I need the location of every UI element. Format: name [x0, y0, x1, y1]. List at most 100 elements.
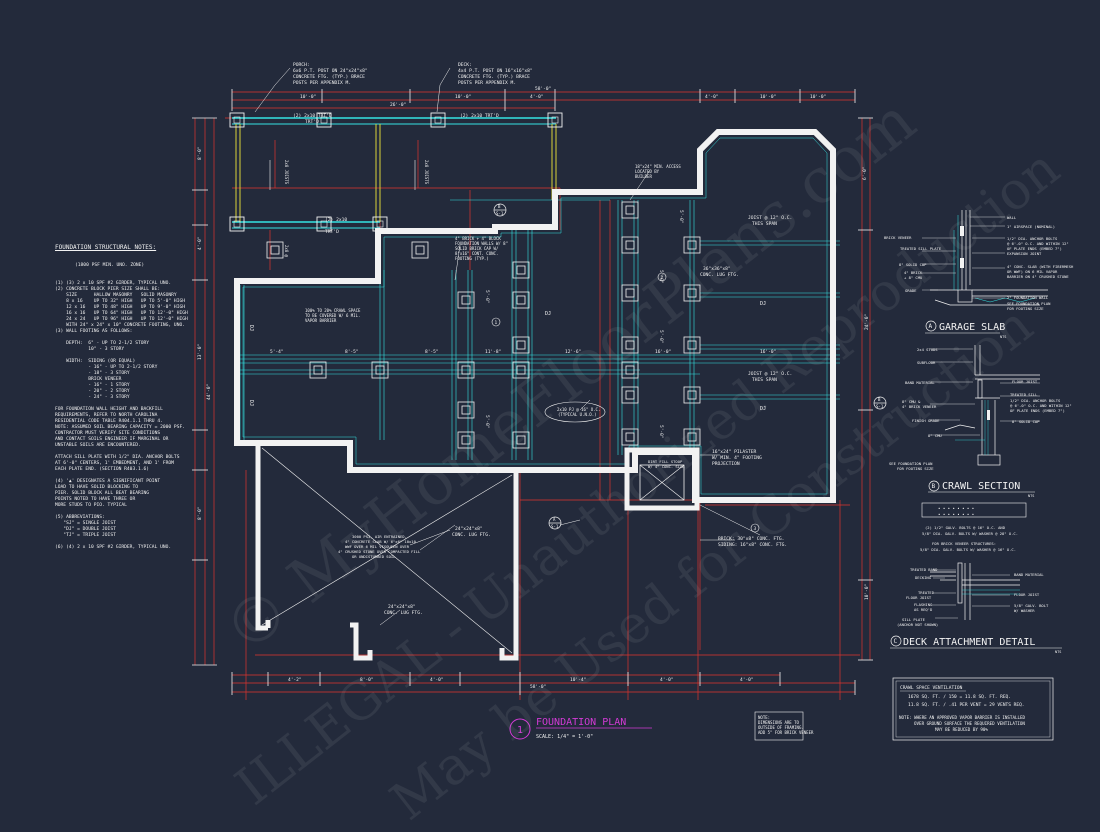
structural-note-line: (5) ABBREVIATIONS:: [55, 515, 105, 520]
garage-slab-x: [261, 447, 513, 654]
svg-text:3: 3: [754, 526, 757, 532]
svg-text:DJ: DJ: [248, 325, 254, 331]
svg-text:8"x16" CONT. CONC.: 8"x16" CONT. CONC.: [455, 251, 498, 256]
pier-block: [375, 365, 385, 375]
svg-text:W/ WASHER: W/ WASHER: [1014, 608, 1035, 613]
detail-garage-slab: WALL 1" AIRSPACE (NOMINAL) BRICK VENEER …: [884, 210, 1074, 339]
structural-notes-subtitle: (1800 PSF MIN. UNO. ZONE): [75, 263, 145, 268]
pier-footing: [512, 261, 530, 279]
callout-vapor: 100% TO 20% CRAWL SPACE TO BE COVERED W/…: [305, 308, 361, 323]
svg-text:2x8 JOISTS: 2x8 JOISTS: [424, 160, 429, 185]
pier-block: [687, 432, 697, 442]
wall-inner-lines: [242, 137, 828, 495]
pier-block: [516, 365, 526, 375]
callout-slab: 3000 PSI, AIR ENTRAINED, 4" CONCRETE SLA…: [338, 534, 421, 559]
pier-block: [516, 340, 526, 350]
stoop: [624, 447, 700, 511]
svg-text:TRT'D: TRT'D: [305, 119, 319, 125]
structural-note-line: - 24" - 3 STORY: [55, 395, 130, 400]
svg-text:BAND MATERIAL: BAND MATERIAL: [905, 380, 935, 385]
svg-text:TREATED BAND: TREATED BAND: [910, 567, 938, 572]
svg-text:EXPANSION JOINT: EXPANSION JOINT: [1007, 251, 1042, 256]
svg-text:4'-2": 4'-2": [288, 677, 302, 683]
svg-text:FOR BRICK VENEER STRUCTURES:: FOR BRICK VENEER STRUCTURES:: [932, 541, 996, 546]
structural-note-line: ATTACH SILL PLATE WITH 1/2" DIA. ANCHOR …: [55, 455, 180, 460]
svg-text:10'-0": 10'-0": [864, 584, 870, 600]
svg-text:5/8" DIA. GALV. BOLTS W/ WASHE: 5/8" DIA. GALV. BOLTS W/ WASHER @ 16" O.…: [920, 547, 1016, 552]
svg-text:THIS SPAN: THIS SPAN: [752, 377, 777, 383]
svg-text:16'-0": 16'-0": [655, 349, 671, 355]
svg-text:S-1: S-1: [551, 524, 559, 529]
callout-block: 4" BRICK + 4" BLOCK FOUNDATION WALLS W/ …: [455, 236, 508, 261]
pier-footing: [512, 361, 530, 379]
svg-text:10'-0": 10'-0": [760, 94, 776, 100]
svg-text:@ 6'-0" O.C. AND WITHIN 12": @ 6'-0" O.C. AND WITHIN 12": [1007, 241, 1069, 246]
svg-text:SCALE: 1/4" = 1'-0": SCALE: 1/4" = 1'-0": [536, 734, 593, 740]
svg-text:13'-0": 13'-0": [197, 344, 203, 360]
svg-text:OR UNDISTURBED SOIL: OR UNDISTURBED SOIL: [352, 554, 396, 559]
pier-block: [625, 365, 635, 375]
structural-note-line: SIZE HALLOW MASONRY SOLID MASONRY: [55, 293, 177, 298]
svg-text:JOIST @ 12" O.C.: JOIST @ 12" O.C.: [748, 215, 792, 221]
pier-footing: [621, 336, 639, 354]
svg-text:PORCH:: PORCH:: [293, 62, 310, 68]
pier-block: [415, 245, 425, 255]
svg-text:10'-0": 10'-0": [810, 94, 826, 100]
structural-note-line: NOTE: ASSUMED SOIL BEARING CAPACITY = 20…: [55, 425, 185, 430]
svg-text:OF PLATE ENDS (EMBED 7"): OF PLATE ENDS (EMBED 7"): [1010, 408, 1065, 413]
svg-text:SILL PLATE: SILL PLATE: [902, 617, 926, 622]
svg-text:NTS: NTS: [1055, 650, 1061, 654]
svg-text:4'-0": 4'-0": [740, 677, 754, 683]
pier-footing: [309, 361, 327, 379]
svg-text:FLOOR JOIST: FLOOR JOIST: [906, 595, 932, 600]
structural-note-line: CONTRACTOR MUST VERIFY SITE CONDITIONS: [55, 431, 161, 436]
pier-footing: [621, 386, 639, 404]
svg-text:4'-0": 4'-0": [530, 94, 544, 100]
svg-text:12'-6": 12'-6": [565, 349, 581, 355]
callout-crawl-access: 18"x24" MIN. ACCESS LOCATED BY BUILDER: [635, 164, 681, 179]
svg-text:2: 2: [661, 275, 664, 281]
svg-text:AS REQ'D: AS REQ'D: [914, 607, 933, 612]
svg-text:4'-0": 4'-0": [705, 94, 719, 100]
svg-text:(ANCHOR NOT SHOWN): (ANCHOR NOT SHOWN): [897, 622, 938, 627]
svg-text:DECK ATTACHMENT DETAIL: DECK ATTACHMENT DETAIL: [903, 637, 1035, 648]
pier-footings: [266, 201, 701, 449]
svg-text:5/8" DIA. GALV. BOLTS W/ WASHE: 5/8" DIA. GALV. BOLTS W/ WASHER @ 28" O.…: [922, 531, 1018, 536]
structural-note-line: - 18" - 3 STORY: [55, 371, 130, 376]
callout-lug1: 24"x24"x8" CONC. LUG FTG.: [452, 526, 491, 538]
svg-text:+ 8" CMU: + 8" CMU: [904, 275, 923, 280]
svg-text:S-1: S-1: [876, 404, 884, 409]
svg-text:B: B: [932, 483, 936, 490]
pier-block: [461, 295, 471, 305]
svg-text:1678 SQ. FT. / 150 = 11.8 SQ.: 1678 SQ. FT. / 150 = 11.8 SQ. FT. REQ.: [908, 694, 1011, 700]
svg-text:OF PLATE ENDS (EMBED 7"): OF PLATE ENDS (EMBED 7"): [1007, 246, 1062, 251]
section-marker-text: BS-1 AS-1 BS-1: [496, 204, 884, 529]
svg-text:SIDING: 16"x8" CONC. FTG.: SIDING: 16"x8" CONC. FTG.: [718, 542, 787, 548]
structural-note-line: RESIDENTIAL CODE TABLE R404.1.1 THRU 4.: [55, 419, 163, 424]
svg-text:18"x24" MIN. ACCESS: 18"x24" MIN. ACCESS: [635, 164, 681, 169]
svg-text:JOIST @ 12" O.C.: JOIST @ 12" O.C.: [748, 371, 792, 377]
svg-text:WWF OVER 6 MIL VISQUEEN OVER: WWF OVER 6 MIL VISQUEEN OVER: [345, 544, 410, 549]
svg-text:TREATED: TREATED: [918, 590, 935, 595]
pier-footing: [411, 241, 429, 259]
svg-text:2" FOUNDATION WALL: 2" FOUNDATION WALL: [1007, 295, 1049, 300]
structural-note-line: WIDTH: SIDING (OR EQUAL): [55, 359, 136, 364]
dimension-text: 10'-0"10'-0"4'-0" 4'-0"10'-0"10'-0" 58'-…: [288, 86, 826, 690]
structural-note-line: "TJ" = TRIPLE JOIST: [55, 533, 116, 538]
plan-title-block: 1 FOUNDATION PLAN SCALE: 1/4" = 1'-0": [509, 717, 652, 740]
svg-text:2x4 STUDS: 2x4 STUDS: [917, 347, 938, 352]
callout-deck: DECK: 4x4 P.T. POST ON 16"x16"x8" CONCRE…: [458, 62, 533, 86]
dj-labels: DJ DJ DJ DJ DJ: [248, 301, 766, 412]
svg-text:DIRT FILL STOOP: DIRT FILL STOOP: [648, 459, 683, 464]
structural-note-line: (6) (4) 2 x 10 SPF #2 GIRDER, TYPICAL UN…: [55, 545, 172, 550]
structural-note-line: AND CONTACT SOILS ENGINEER IF MARGINAL O…: [55, 437, 169, 442]
svg-text:OR WWF) ON 6 MIL VAPOR: OR WWF) ON 6 MIL VAPOR: [1007, 269, 1058, 274]
pier-block: [625, 205, 635, 215]
svg-text:1: 1: [495, 320, 498, 326]
svg-text:OVER GROUND SURFACE THE REQUIR: OVER GROUND SURFACE THE REQUIRED VENTILA…: [914, 721, 1025, 726]
svg-text:S-1: S-1: [496, 211, 504, 216]
girder-labels: (2) 2x10 TRT'D TRT'D (2) 2x10 TRT'D (2) …: [293, 113, 499, 235]
svg-text:24"x24"x8": 24"x24"x8": [455, 526, 483, 532]
svg-text:ADD 5" FOR BRICK VENEER: ADD 5" FOR BRICK VENEER: [758, 730, 814, 735]
svg-text:6x6 P.T. POST ON 24"x24"x8": 6x6 P.T. POST ON 24"x24"x8": [293, 68, 368, 74]
